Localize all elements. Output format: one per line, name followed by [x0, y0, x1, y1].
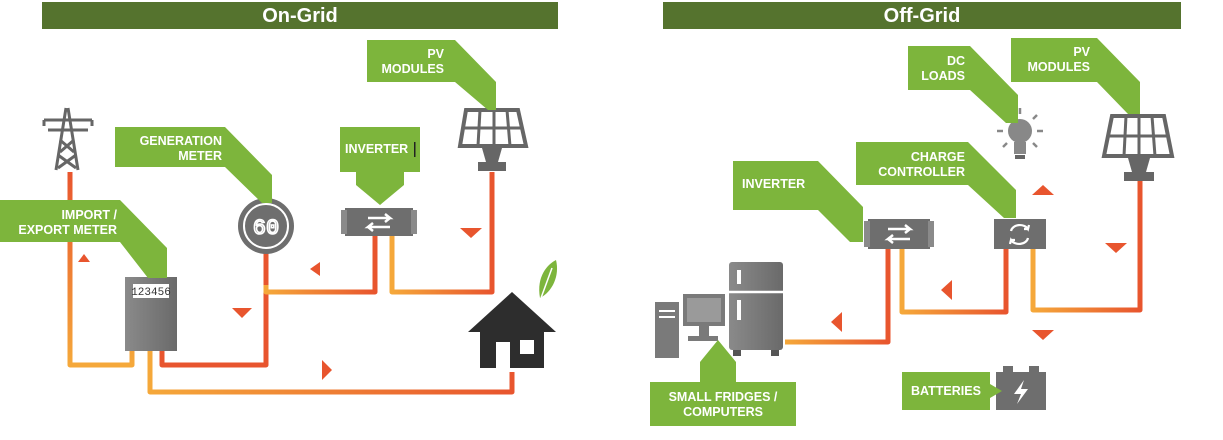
label-inverter-off-grid: INVERTER — [733, 161, 863, 242]
inverter-icon — [341, 208, 417, 236]
arrow-down-pv-off — [1105, 243, 1127, 253]
generation-meter-display: 60 — [253, 216, 279, 241]
arrow-right-house — [322, 360, 332, 380]
light-bulb-icon — [997, 108, 1043, 159]
arrow-up-dc-loads — [1032, 185, 1054, 195]
on-grid-header: On-Grid — [262, 5, 338, 27]
wire-inverter-to-controller-a — [899, 248, 1009, 315]
arrow-down-generation — [232, 308, 252, 318]
on-grid-arrows — [78, 228, 482, 380]
on-grid-panel: On-Grid — [0, 2, 558, 395]
label-pv-modules-on-grid: PV MODULES — [367, 40, 496, 110]
label-batteries: BATTERIES — [902, 372, 1002, 410]
off-grid-wires — [785, 158, 1143, 372]
arrow-left-inverter-off — [941, 280, 952, 300]
on-grid-header-bar — [42, 2, 558, 29]
label-small-fridges-computers: SMALL FRIDGES / COMPUTERS — [650, 340, 796, 426]
arrow-left-appliances — [831, 312, 842, 332]
charge-controller-icon — [994, 219, 1046, 249]
import-export-meter-icon: 123456 — [125, 277, 177, 351]
dc-loads-line1: DC — [947, 54, 965, 68]
computer-icon — [655, 294, 725, 358]
battery-icon — [996, 366, 1046, 410]
inverter-off-grid-icon — [864, 219, 934, 249]
label-inverter-on-grid: INVERTER — [340, 127, 420, 205]
small-fridges-line1: SMALL FRIDGES / — [669, 390, 778, 404]
arrow-left-inverter — [310, 262, 320, 276]
generation-meter-line2: METER — [178, 149, 222, 163]
meter-reading: 123456 — [131, 287, 171, 299]
house-icon — [468, 260, 558, 368]
arrow-down-pv — [460, 228, 482, 238]
inverter-on-grid-text: INVERTER — [345, 142, 408, 156]
off-grid-header-bar — [663, 2, 1181, 29]
fridge-icon — [729, 262, 783, 356]
dc-loads-line2: LOADS — [921, 69, 965, 83]
charge-controller-line1: CHARGE — [911, 150, 965, 164]
wire-grid-to-meter — [67, 172, 135, 368]
arrow-down-batteries — [1032, 330, 1054, 340]
wire-meter-to-generation-meter — [159, 250, 269, 368]
label-pv-modules-off-grid: PV MODULES — [1011, 38, 1140, 114]
wire-meter-to-house — [147, 350, 515, 395]
pv-modules-line2: MODULES — [382, 62, 445, 76]
wire-controller-to-pv — [1030, 180, 1143, 313]
generation-meter-icon: 60 — [238, 198, 294, 254]
label-generation-meter: GENERATION METER — [115, 127, 272, 203]
label-charge-controller: CHARGE CONTROLLER — [856, 142, 1016, 218]
inverter-off-grid-text: INVERTER — [742, 177, 805, 191]
pv-module-off-grid-icon — [1101, 114, 1175, 181]
pv-modules-off-line1: PV — [1073, 45, 1090, 59]
pv-modules-off-line2: MODULES — [1028, 60, 1091, 74]
arrow-up-grid — [78, 254, 90, 262]
import-export-line1: IMPORT / — [61, 208, 117, 222]
label-dc-loads: DC LOADS — [908, 46, 1018, 123]
import-export-line2: EXPORT METER — [18, 223, 117, 237]
pv-modules-line1: PV — [427, 47, 444, 61]
on-grid-wires — [67, 172, 515, 395]
batteries-text: BATTERIES — [911, 384, 981, 398]
off-grid-header: Off-Grid — [884, 5, 961, 27]
small-fridges-line2: COMPUTERS — [683, 405, 763, 419]
label-import-export-meter: IMPORT / EXPORT METER — [0, 200, 167, 278]
charge-controller-line2: CONTROLLER — [878, 165, 965, 179]
off-grid-arrows — [831, 185, 1127, 340]
pv-module-icon — [457, 108, 529, 171]
wire-generation-meter-to-inverter — [263, 236, 378, 295]
generation-meter-line1: GENERATION — [140, 134, 222, 148]
wire-appliances-to-inverter — [785, 248, 891, 345]
off-grid-panel: Off-Grid — [650, 2, 1181, 426]
wire-inverter-to-pv — [389, 172, 495, 295]
transmission-tower-icon — [42, 107, 94, 171]
